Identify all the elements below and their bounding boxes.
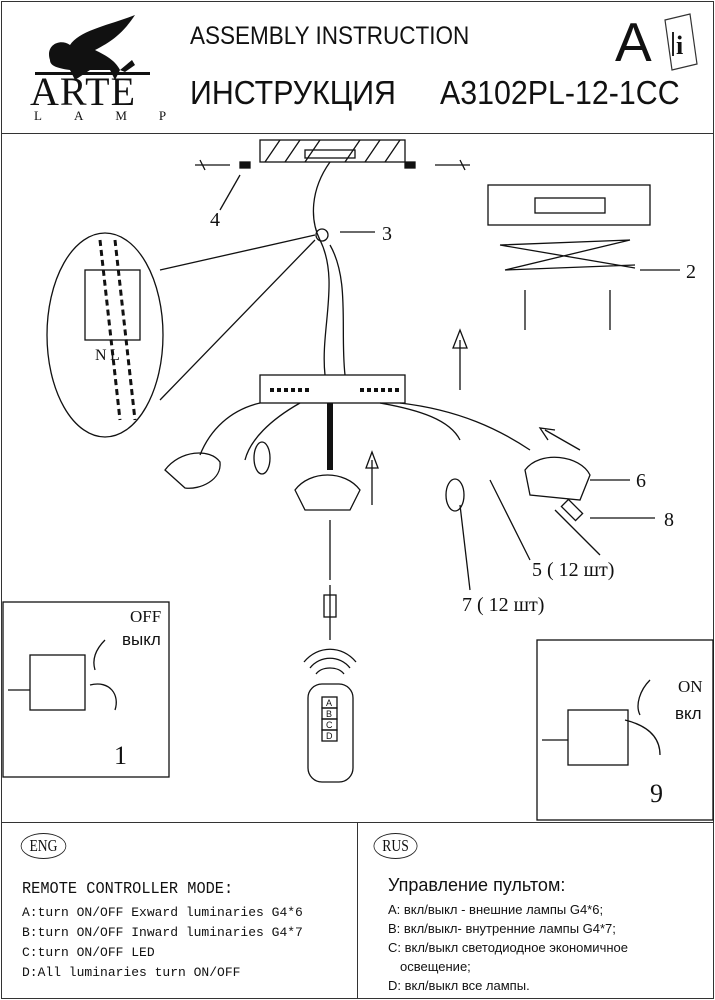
rus-line: B: вкл/выкл- внутренние лампы G4*7;	[388, 921, 616, 936]
arrow-up-icon	[365, 450, 379, 505]
wire-label-live: L	[110, 347, 120, 364]
hand-press-icon	[8, 639, 117, 711]
on-label-ru: вкл	[675, 704, 702, 723]
brand-logo-subtext: LAMP	[34, 108, 199, 123]
off-label-ru: выкл	[122, 630, 161, 649]
suspension-cable	[312, 161, 346, 376]
callout-6: 6	[636, 470, 646, 492]
remote-control	[303, 648, 357, 783]
rus-badge: RUS	[373, 833, 418, 859]
callout-2: 2	[686, 261, 696, 283]
eng-heading: REMOTE CONTROLLER MODE:	[22, 880, 234, 899]
russian-instructions: Управление пультом: A: вкл/выкл - внешни…	[388, 875, 628, 995]
eng-line: D:All luminaries turn ON/OFF	[22, 965, 241, 980]
glass-shade	[524, 456, 591, 501]
off-label-en: OFF	[130, 607, 161, 626]
eng-line: A:turn ON/OFF Exward luminaries G4*6	[22, 905, 303, 920]
winged-lion-logo-icon	[35, 15, 150, 80]
book-info-icon: i	[664, 13, 698, 71]
callout-3: 3	[382, 223, 392, 245]
glass-shade	[294, 474, 361, 511]
title-english: ASSEMBLY INSTRUCTION	[190, 22, 470, 50]
lamp-arms	[199, 402, 531, 461]
terminal-block	[315, 228, 329, 242]
hand-press-icon	[542, 679, 661, 756]
rus-line: C: вкл/выкл светодиодное экономичное	[388, 940, 628, 955]
remote-button-a: A	[326, 698, 332, 708]
class-letter: A	[615, 11, 652, 73]
glass-shade	[164, 452, 221, 489]
svg-text:i: i	[676, 31, 683, 60]
leader-line	[459, 479, 531, 591]
leader-line	[219, 174, 241, 211]
assembly-diagram: N L 4 3 2 6 8 5 ( 12 шт) 7 ( 12 шт) OFF …	[2, 139, 714, 821]
eng-line: B:turn ON/OFF Inward luminaries G4*7	[22, 925, 303, 940]
screw-icon	[404, 159, 470, 171]
arrow-icon	[538, 427, 581, 451]
on-label-en: ON	[678, 677, 703, 696]
remote-button-c: C	[326, 720, 333, 730]
rus-heading: Управление пультом:	[388, 875, 566, 895]
arrow-up-icon	[452, 328, 468, 390]
brand-logo-text: ARTE	[30, 69, 137, 114]
remote-button-b: B	[326, 709, 332, 719]
leader-line	[590, 479, 655, 519]
callout-4: 4	[210, 209, 220, 231]
off-switch-panel	[2, 601, 170, 778]
eng-line: C:turn ON/OFF LED	[22, 945, 155, 960]
callout-8: 8	[664, 509, 674, 531]
wall-switch	[567, 709, 629, 766]
screw-icon	[195, 159, 251, 171]
step-1: 1	[114, 741, 127, 770]
callout-5-qty: 5 ( 12 шт)	[532, 559, 614, 581]
rus-line: A: вкл/выкл - внешние лампы G4*6;	[388, 902, 604, 917]
header-divider	[1, 133, 713, 134]
arrow-icon	[554, 509, 601, 556]
english-instructions: REMOTE CONTROLLER MODE: A:turn ON/OFF Ex…	[22, 880, 303, 983]
crystal-pendant	[445, 478, 465, 512]
ceiling-canopy	[259, 139, 406, 163]
model-number: A3102PL-12-1CC	[440, 74, 680, 111]
g4-bulb	[560, 498, 584, 522]
rus-line: D: вкл/выкл все лампы.	[388, 978, 530, 993]
wall-switch	[29, 654, 86, 711]
on-switch-panel	[536, 639, 714, 821]
step-9: 9	[650, 779, 663, 808]
callout-7-qty: 7 ( 12 шт)	[462, 594, 544, 616]
wire-label-neutral: N	[95, 347, 107, 364]
crystal-pendant	[253, 441, 271, 475]
column-divider	[357, 822, 358, 998]
remote-button-d: D	[326, 731, 333, 741]
terminal-detail-magnifier	[46, 232, 316, 438]
rus-line: освещение;	[400, 959, 471, 974]
mounting-bracket	[487, 184, 651, 330]
eng-badge: ENG	[20, 833, 67, 859]
title-russian: ИНСТРУКЦИЯ	[190, 74, 396, 111]
